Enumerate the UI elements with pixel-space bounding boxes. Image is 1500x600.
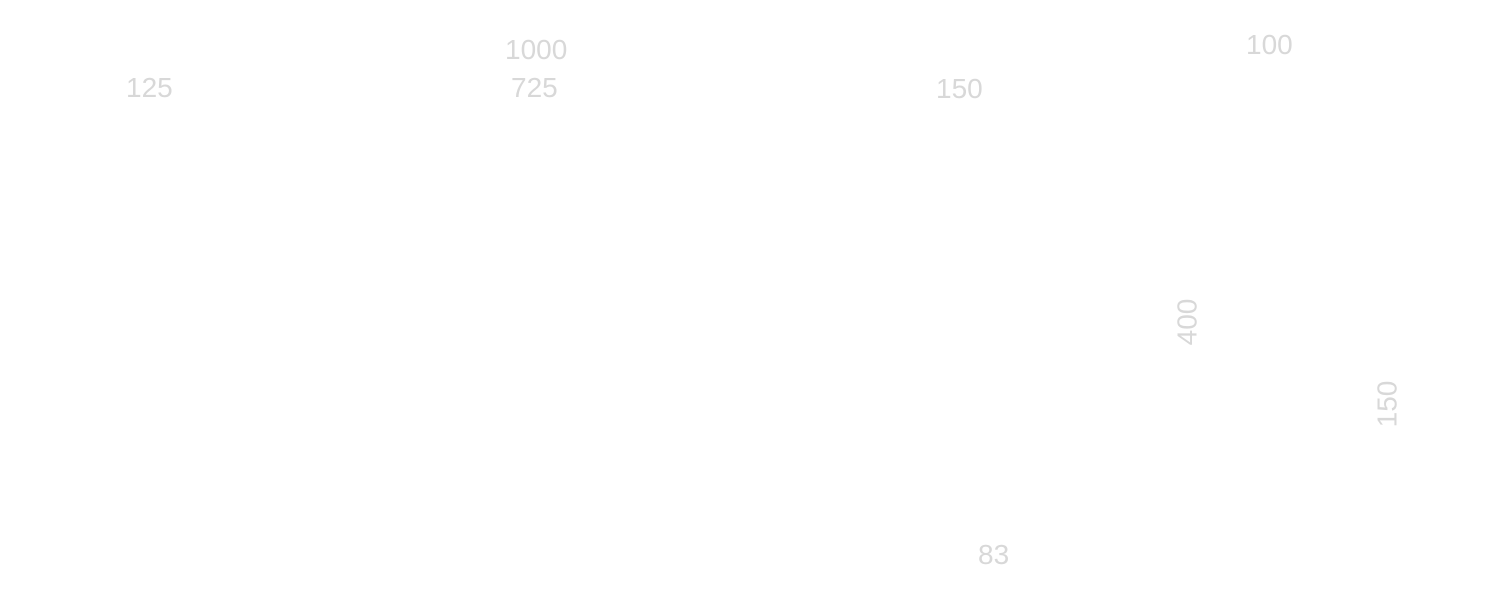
dimension-label: 150	[936, 73, 983, 104]
dimension-label: 100	[1246, 29, 1293, 60]
dimension-label: 1000	[505, 34, 568, 65]
dimension-label: 125	[126, 72, 173, 103]
dimension-label: 83	[978, 539, 1010, 570]
dimension-label-vertical: 400	[1171, 298, 1203, 346]
dimension-label: 725	[511, 72, 558, 103]
dimension-label-vertical: 150	[1371, 380, 1403, 428]
